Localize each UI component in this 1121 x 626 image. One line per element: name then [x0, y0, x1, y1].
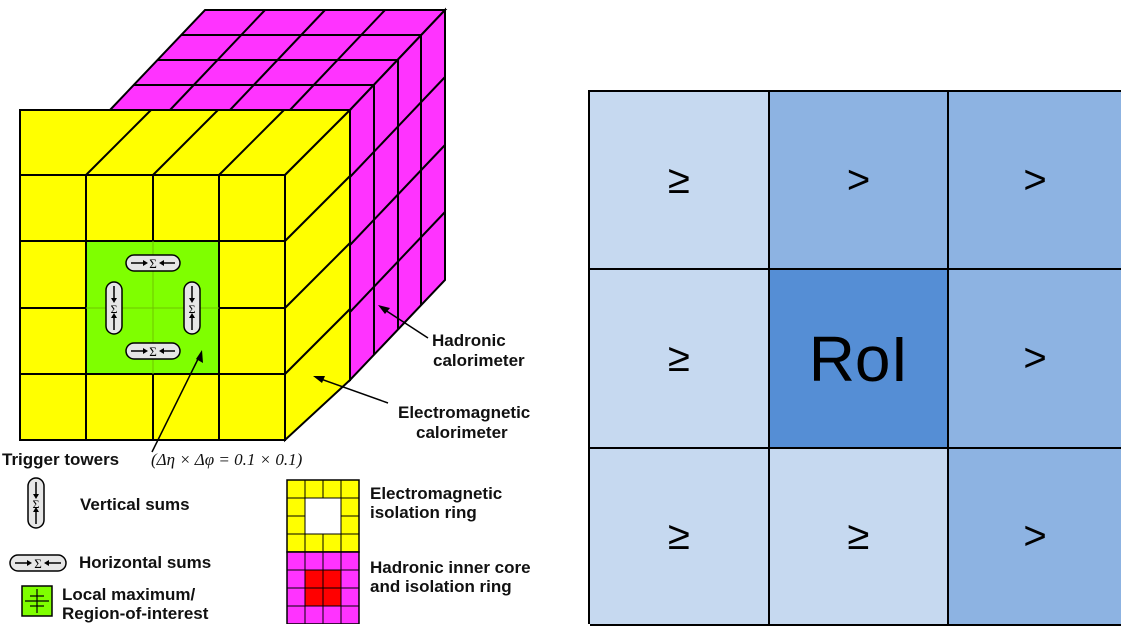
local-max-icon	[21, 585, 53, 617]
legend-vertical-sums: Vertical sums	[80, 495, 190, 514]
em-arrow	[313, 376, 389, 404]
legend-local-max-1: Local maximum/	[62, 585, 195, 604]
trigger-towers-label: Trigger towers	[2, 450, 119, 469]
svg-text:Σ: Σ	[33, 497, 40, 511]
grid-cell: >	[770, 92, 949, 270]
horizontal-sum-top: Σ	[125, 254, 181, 272]
hadronic-arrow	[378, 305, 429, 339]
svg-text:Σ: Σ	[149, 344, 157, 359]
legend-em-isolation-2: isolation ring	[370, 503, 477, 522]
legend-horizontal-sums: Horizontal sums	[79, 553, 211, 572]
horizontal-sums-icon: Σ	[9, 554, 67, 572]
legend-had-core-1: Hadronic inner core	[370, 558, 531, 577]
grid-cell: >	[949, 270, 1121, 449]
grid-cell: ≥	[590, 449, 770, 626]
svg-text:Σ: Σ	[34, 556, 42, 571]
roi-comparison-grid: ≥ > > ≥ RoI > ≥ ≥ >	[588, 90, 1121, 626]
svg-text:Σ: Σ	[149, 256, 157, 271]
svg-text:Σ: Σ	[111, 302, 118, 316]
grid-cell: ≥	[770, 449, 949, 626]
horizontal-sum-bottom: Σ	[125, 342, 181, 360]
svg-text:Σ: Σ	[189, 302, 196, 316]
hadronic-label-1: Hadronic	[432, 331, 506, 350]
grid-cell: ≥	[590, 270, 770, 449]
had-core-icon	[286, 551, 360, 624]
legend-em-isolation-1: Electromagnetic	[370, 484, 502, 503]
em-isolation-icon	[286, 479, 360, 553]
vertical-sum-left: Σ	[105, 281, 123, 335]
calorimeter-diagram: Σ Σ Σ Σ Hadronic calorimeter E	[2, 7, 531, 624]
grid-cell: >	[949, 449, 1121, 626]
em-label-2: calorimeter	[416, 423, 508, 442]
trigger-tower-arrow	[151, 350, 203, 453]
tower-size-label: (Δη × Δφ = 0.1 × 0.1)	[151, 450, 303, 469]
grid-cell-roi: RoI	[770, 270, 949, 449]
legend-local-max-2: Region-of-interest	[62, 604, 209, 623]
electromagnetic-layer	[19, 107, 353, 443]
hadronic-label-2: calorimeter	[433, 351, 525, 370]
grid-cell: ≥	[590, 92, 770, 270]
vertical-sum-right: Σ	[183, 281, 201, 335]
em-label-1: Electromagnetic	[398, 403, 530, 422]
legend-had-core-2: and isolation ring	[370, 577, 512, 596]
vertical-sums-icon: Σ	[27, 477, 45, 529]
grid-cell: >	[949, 92, 1121, 270]
